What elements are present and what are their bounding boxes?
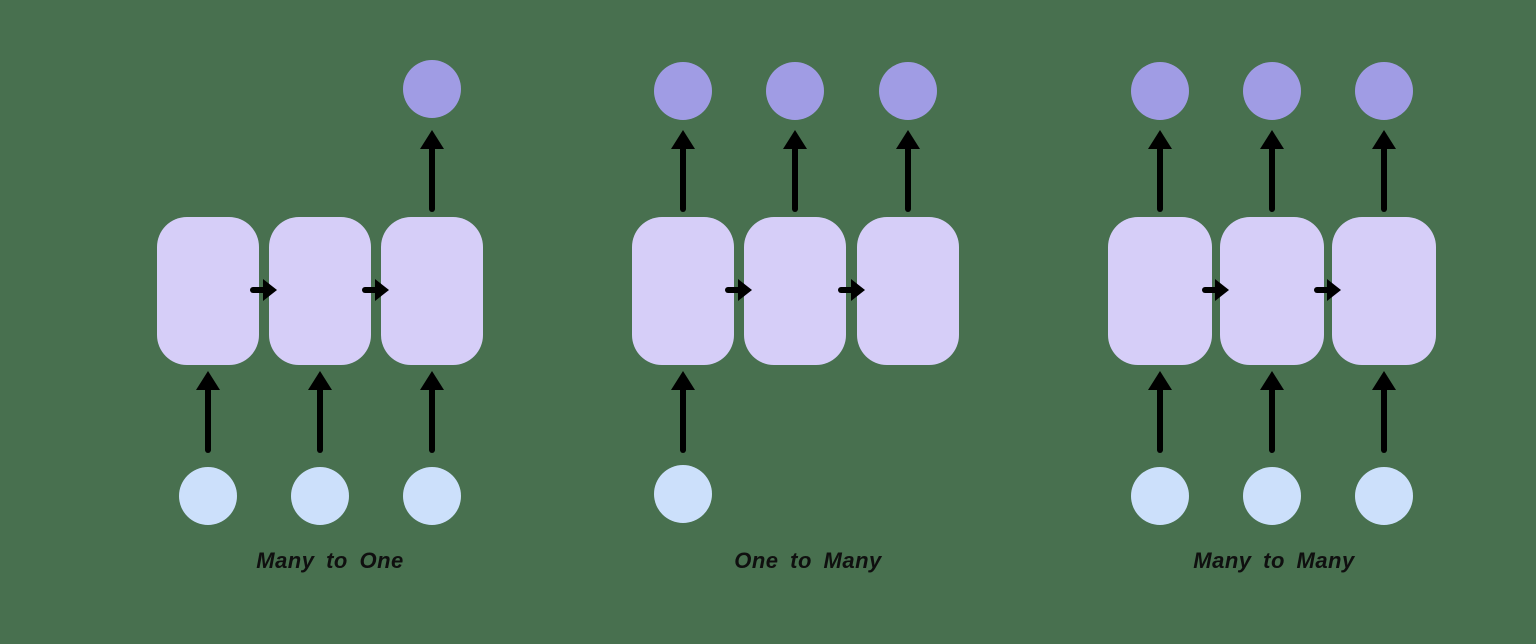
arrow-up-icon — [307, 371, 333, 455]
arrow-up-icon — [670, 371, 696, 455]
rnn-cell — [1108, 217, 1212, 365]
input-circle — [654, 465, 712, 523]
rnn-cell — [632, 217, 734, 365]
rnn-cell — [744, 217, 846, 365]
input-circle — [291, 467, 349, 525]
arrow-up-icon — [895, 130, 921, 214]
diagram-label: Many to Many — [1193, 548, 1355, 573]
arrow-right-icon — [362, 279, 390, 301]
arrow-right-icon — [725, 279, 753, 301]
arrow-up-icon — [1147, 371, 1173, 455]
arrow-up-icon — [419, 371, 445, 455]
output-circle — [879, 62, 937, 120]
arrow-up-icon — [419, 130, 445, 214]
input-circle — [403, 467, 461, 525]
arrow-up-icon — [1371, 371, 1397, 455]
arrow-up-icon — [1371, 130, 1397, 214]
input-circle — [1355, 467, 1413, 525]
output-circle — [1355, 62, 1413, 120]
arrow-up-icon — [1147, 130, 1173, 214]
diagram-label: Many to One — [256, 548, 404, 573]
arrow-up-icon — [670, 130, 696, 214]
rnn-cell — [1332, 217, 1436, 365]
diagram-label: One to Many — [734, 548, 882, 573]
arrow-up-icon — [195, 371, 221, 455]
arrow-right-icon — [250, 279, 278, 301]
output-circle — [654, 62, 712, 120]
input-circle — [1243, 467, 1301, 525]
rnn-cell — [157, 217, 259, 365]
arrow-up-icon — [782, 130, 808, 214]
arrow-right-icon — [1314, 279, 1342, 301]
output-circle — [766, 62, 824, 120]
arrow-right-icon — [838, 279, 866, 301]
rnn-cell — [381, 217, 483, 365]
arrow-right-icon — [1202, 279, 1230, 301]
rnn-cell — [269, 217, 371, 365]
arrow-up-icon — [1259, 130, 1285, 214]
output-circle — [1243, 62, 1301, 120]
output-circle — [1131, 62, 1189, 120]
rnn-cell — [857, 217, 959, 365]
input-circle — [1131, 467, 1189, 525]
arrow-up-icon — [1259, 371, 1285, 455]
output-circle — [403, 60, 461, 118]
rnn-cell — [1220, 217, 1324, 365]
input-circle — [179, 467, 237, 525]
